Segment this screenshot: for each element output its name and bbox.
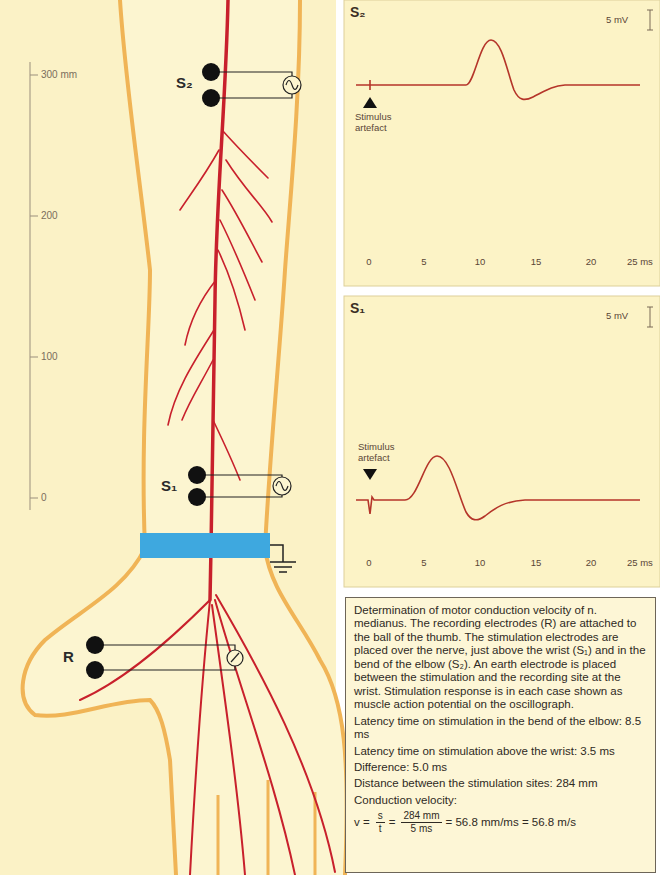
formula-text: 5 ms: [409, 823, 435, 835]
scope-panel: [344, 0, 660, 286]
tick-label: 5: [421, 557, 426, 568]
tick-label: 25 ms: [627, 557, 653, 568]
electrode-label: R: [63, 648, 74, 665]
s2-wire: [211, 72, 292, 98]
earth-symbol: [270, 545, 296, 572]
tick-label: 10: [475, 557, 486, 568]
nerve-branch: [80, 595, 335, 875]
artefact-label: Stimulus artefact: [355, 112, 415, 134]
panel-title: S₁: [350, 300, 365, 316]
electrode-label: S₁: [161, 477, 177, 494]
electrode-dot: [86, 636, 104, 654]
formula-text: = 56.8 mm/ms = 56.8 m/s: [446, 816, 576, 828]
tick-label: 15: [531, 557, 542, 568]
scale-bar: [30, 62, 38, 510]
s1-wire: [197, 475, 282, 497]
formula-text: 284 mm: [401, 810, 441, 823]
electrode-dot: [202, 89, 220, 107]
stimulator-symbol: [283, 76, 301, 94]
oscillograph-panel: S₁ 5 mV Stimulus artefact 0 5 10 15 20 25 ms: [344, 296, 660, 587]
action-potential-trace: [356, 40, 640, 99]
stimulator-wires: [95, 72, 301, 670]
arm-outline: [265, 0, 347, 875]
scale-label: 200: [41, 210, 58, 221]
meter-symbol: [227, 650, 243, 666]
stimulator-symbol: [273, 477, 291, 495]
tick-label: 20: [586, 256, 597, 267]
artefact-marker: [363, 97, 377, 108]
action-potential-trace: [356, 456, 640, 520]
formula-text: s: [376, 810, 385, 823]
scale-label: 5 mV: [606, 14, 628, 25]
arm-fill: [23, 0, 347, 875]
earth-band: [140, 533, 270, 558]
description-box: Determination of motor conduction veloci…: [345, 597, 656, 873]
fraction: 284 mm5 ms: [401, 810, 441, 834]
formula-part: = 56.8 mm/ms = 56.8 m/s: [446, 816, 576, 829]
description-text: Difference: 5.0 ms: [354, 761, 647, 774]
median-nerve: [80, 0, 335, 875]
scale-label: 0: [41, 492, 47, 503]
electrode-dot: [188, 466, 206, 484]
tick-label: 20: [586, 557, 597, 568]
tick-label: 25 ms: [627, 256, 653, 267]
formula-part: =: [389, 816, 396, 829]
scale-label: 100: [41, 351, 58, 362]
description-text: Latency time on stimulation in the bend …: [354, 715, 647, 742]
description-text: Determination of motor conduction veloci…: [354, 604, 647, 712]
sine-sign: [276, 482, 288, 491]
tick-label: 10: [475, 256, 486, 267]
fraction: st: [376, 810, 385, 834]
tick-label: 0: [366, 256, 371, 267]
electrode-dot: [202, 63, 220, 81]
description-text: Latency time on stimulation above the wr…: [354, 745, 647, 758]
sine-sign: [286, 81, 298, 90]
electrode-dot: [188, 488, 206, 506]
scale-label: 5 mV: [606, 310, 628, 321]
nerve-branch: [168, 130, 272, 480]
r-wire: [95, 645, 235, 670]
oscillograph-panel: S₂ 5 mV Stimulus artefact 0 5 10 15 20 25 ms: [344, 0, 660, 286]
tick-label: 5: [421, 256, 426, 267]
electrodes: [86, 63, 220, 679]
panel-title: S₂: [350, 4, 366, 20]
formula-part: v =: [354, 816, 370, 829]
description-text: Conduction velocity:: [354, 794, 647, 807]
stimulus-artefact: [369, 80, 371, 90]
formula-text: v =: [354, 816, 370, 828]
meter-needle: [231, 653, 239, 662]
formula-text: t: [377, 823, 384, 835]
description-text: Distance between the stimulation sites: …: [354, 777, 647, 790]
scope-panel: [344, 296, 660, 587]
scale-label: 300 mm: [41, 69, 77, 80]
mv-scale-bar: [647, 10, 653, 327]
formula-row: v = st = 284 mm5 ms = 56.8 mm/ms = 56.8 m/s: [354, 810, 647, 834]
finger-line: [218, 780, 315, 875]
arm-outline: [23, 0, 176, 875]
artefact-marker: [363, 469, 377, 480]
tick-label: 15: [531, 256, 542, 267]
artefact-label: Stimulus artefact: [358, 442, 418, 464]
electrode-dot: [86, 661, 104, 679]
tick-label: 0: [366, 557, 371, 568]
electrode-label: S₂: [176, 74, 193, 91]
formula-text: =: [389, 816, 396, 828]
